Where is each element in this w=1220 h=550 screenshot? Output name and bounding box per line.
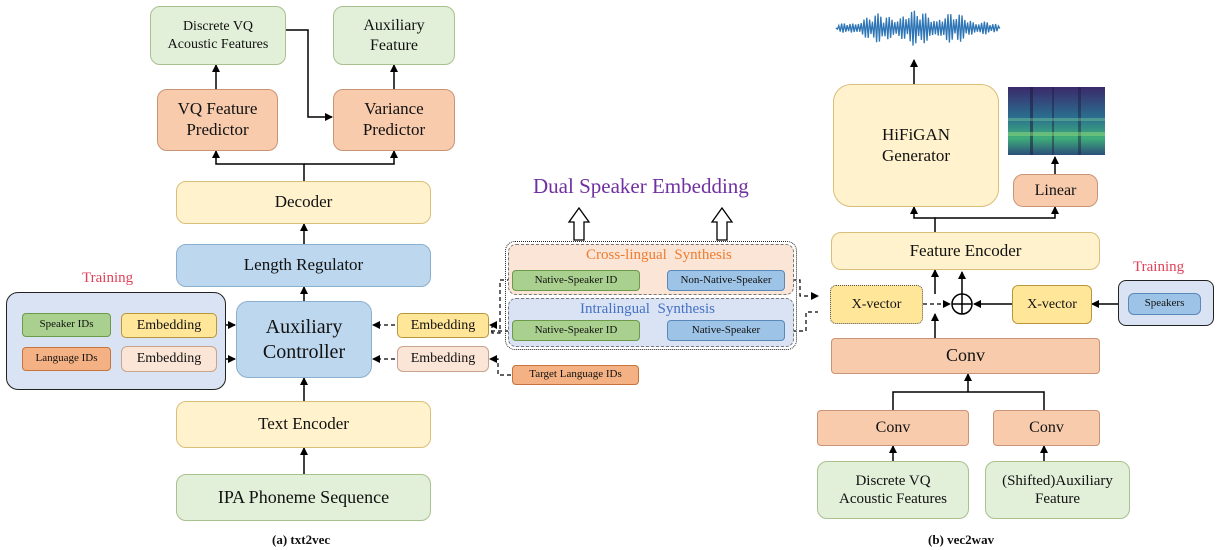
discrete-vq-features-box: Discrete VQ Acoustic Features [150, 6, 286, 65]
text-encoder-box: Text Encoder [176, 401, 431, 448]
conv-main-box: Conv [831, 338, 1100, 374]
feature-encoder-box: Feature Encoder [831, 232, 1100, 270]
native-speaker-chip: Native-Speaker [667, 320, 785, 341]
spectrogram-icon [1008, 87, 1105, 155]
dual-embedding-outer [505, 241, 797, 350]
variance-predictor-box: Variance Predictor [333, 89, 455, 151]
native-speaker-id-chip-2: Native-Speaker ID [512, 320, 640, 341]
speaker-ids-chip: Speaker IDs [22, 313, 111, 337]
waveform-icon [835, 10, 1001, 46]
language-ids-chip: Language IDs [22, 347, 111, 371]
caption-vec2wav: (b) vec2wav [928, 532, 995, 547]
length-regulator-box: Length Regulator [176, 244, 431, 287]
training-label-right: Training [1133, 259, 1185, 275]
auxiliary-feature-box: Auxiliary Feature [333, 6, 455, 65]
auxiliary-controller-box: Auxiliary Controller [236, 301, 372, 378]
decoder-box: Decoder [176, 181, 431, 224]
middle-embedding-top: Embedding [397, 313, 489, 338]
speakers-chip: Speakers [1128, 293, 1201, 315]
hifigan-generator-box: HiFiGAN Generator [833, 84, 999, 207]
target-language-ids-chip: Target Language IDs [512, 365, 639, 385]
dual-speaker-embedding-title: Dual Speaker Embedding [533, 174, 749, 198]
language-embedding-box: Embedding [121, 346, 217, 372]
middle-embedding-bottom: Embedding [397, 346, 489, 372]
shifted-auxiliary-feature-box: (Shifted)Auxiliary Feature [985, 461, 1130, 519]
caption-txt2vec: (a) txt2vec [272, 532, 331, 547]
conv-left-box: Conv [817, 410, 969, 446]
ipa-phoneme-sequence-box: IPA Phoneme Sequence [176, 474, 431, 521]
discrete-vq-input-box: Discrete VQ Acoustic Features [817, 461, 969, 519]
intralingual-label: Intralingual Synthesis [580, 301, 715, 317]
x-vector-left-box: X-vector [830, 285, 923, 324]
native-speaker-id-chip-1: Native-Speaker ID [512, 270, 640, 291]
training-label-left: Training [82, 270, 134, 286]
x-vector-right-box: X-vector [1012, 285, 1092, 324]
speaker-embedding-box: Embedding [121, 313, 217, 338]
linear-box: Linear [1013, 174, 1098, 207]
cross-lingual-label: Cross-lingual Synthesis [586, 247, 732, 263]
vq-feature-predictor-box: VQ Feature Predictor [157, 89, 278, 151]
conv-right-box: Conv [993, 410, 1100, 446]
non-native-speaker-chip: Non-Native-Speaker [667, 270, 785, 291]
training-panel-left [6, 292, 226, 390]
